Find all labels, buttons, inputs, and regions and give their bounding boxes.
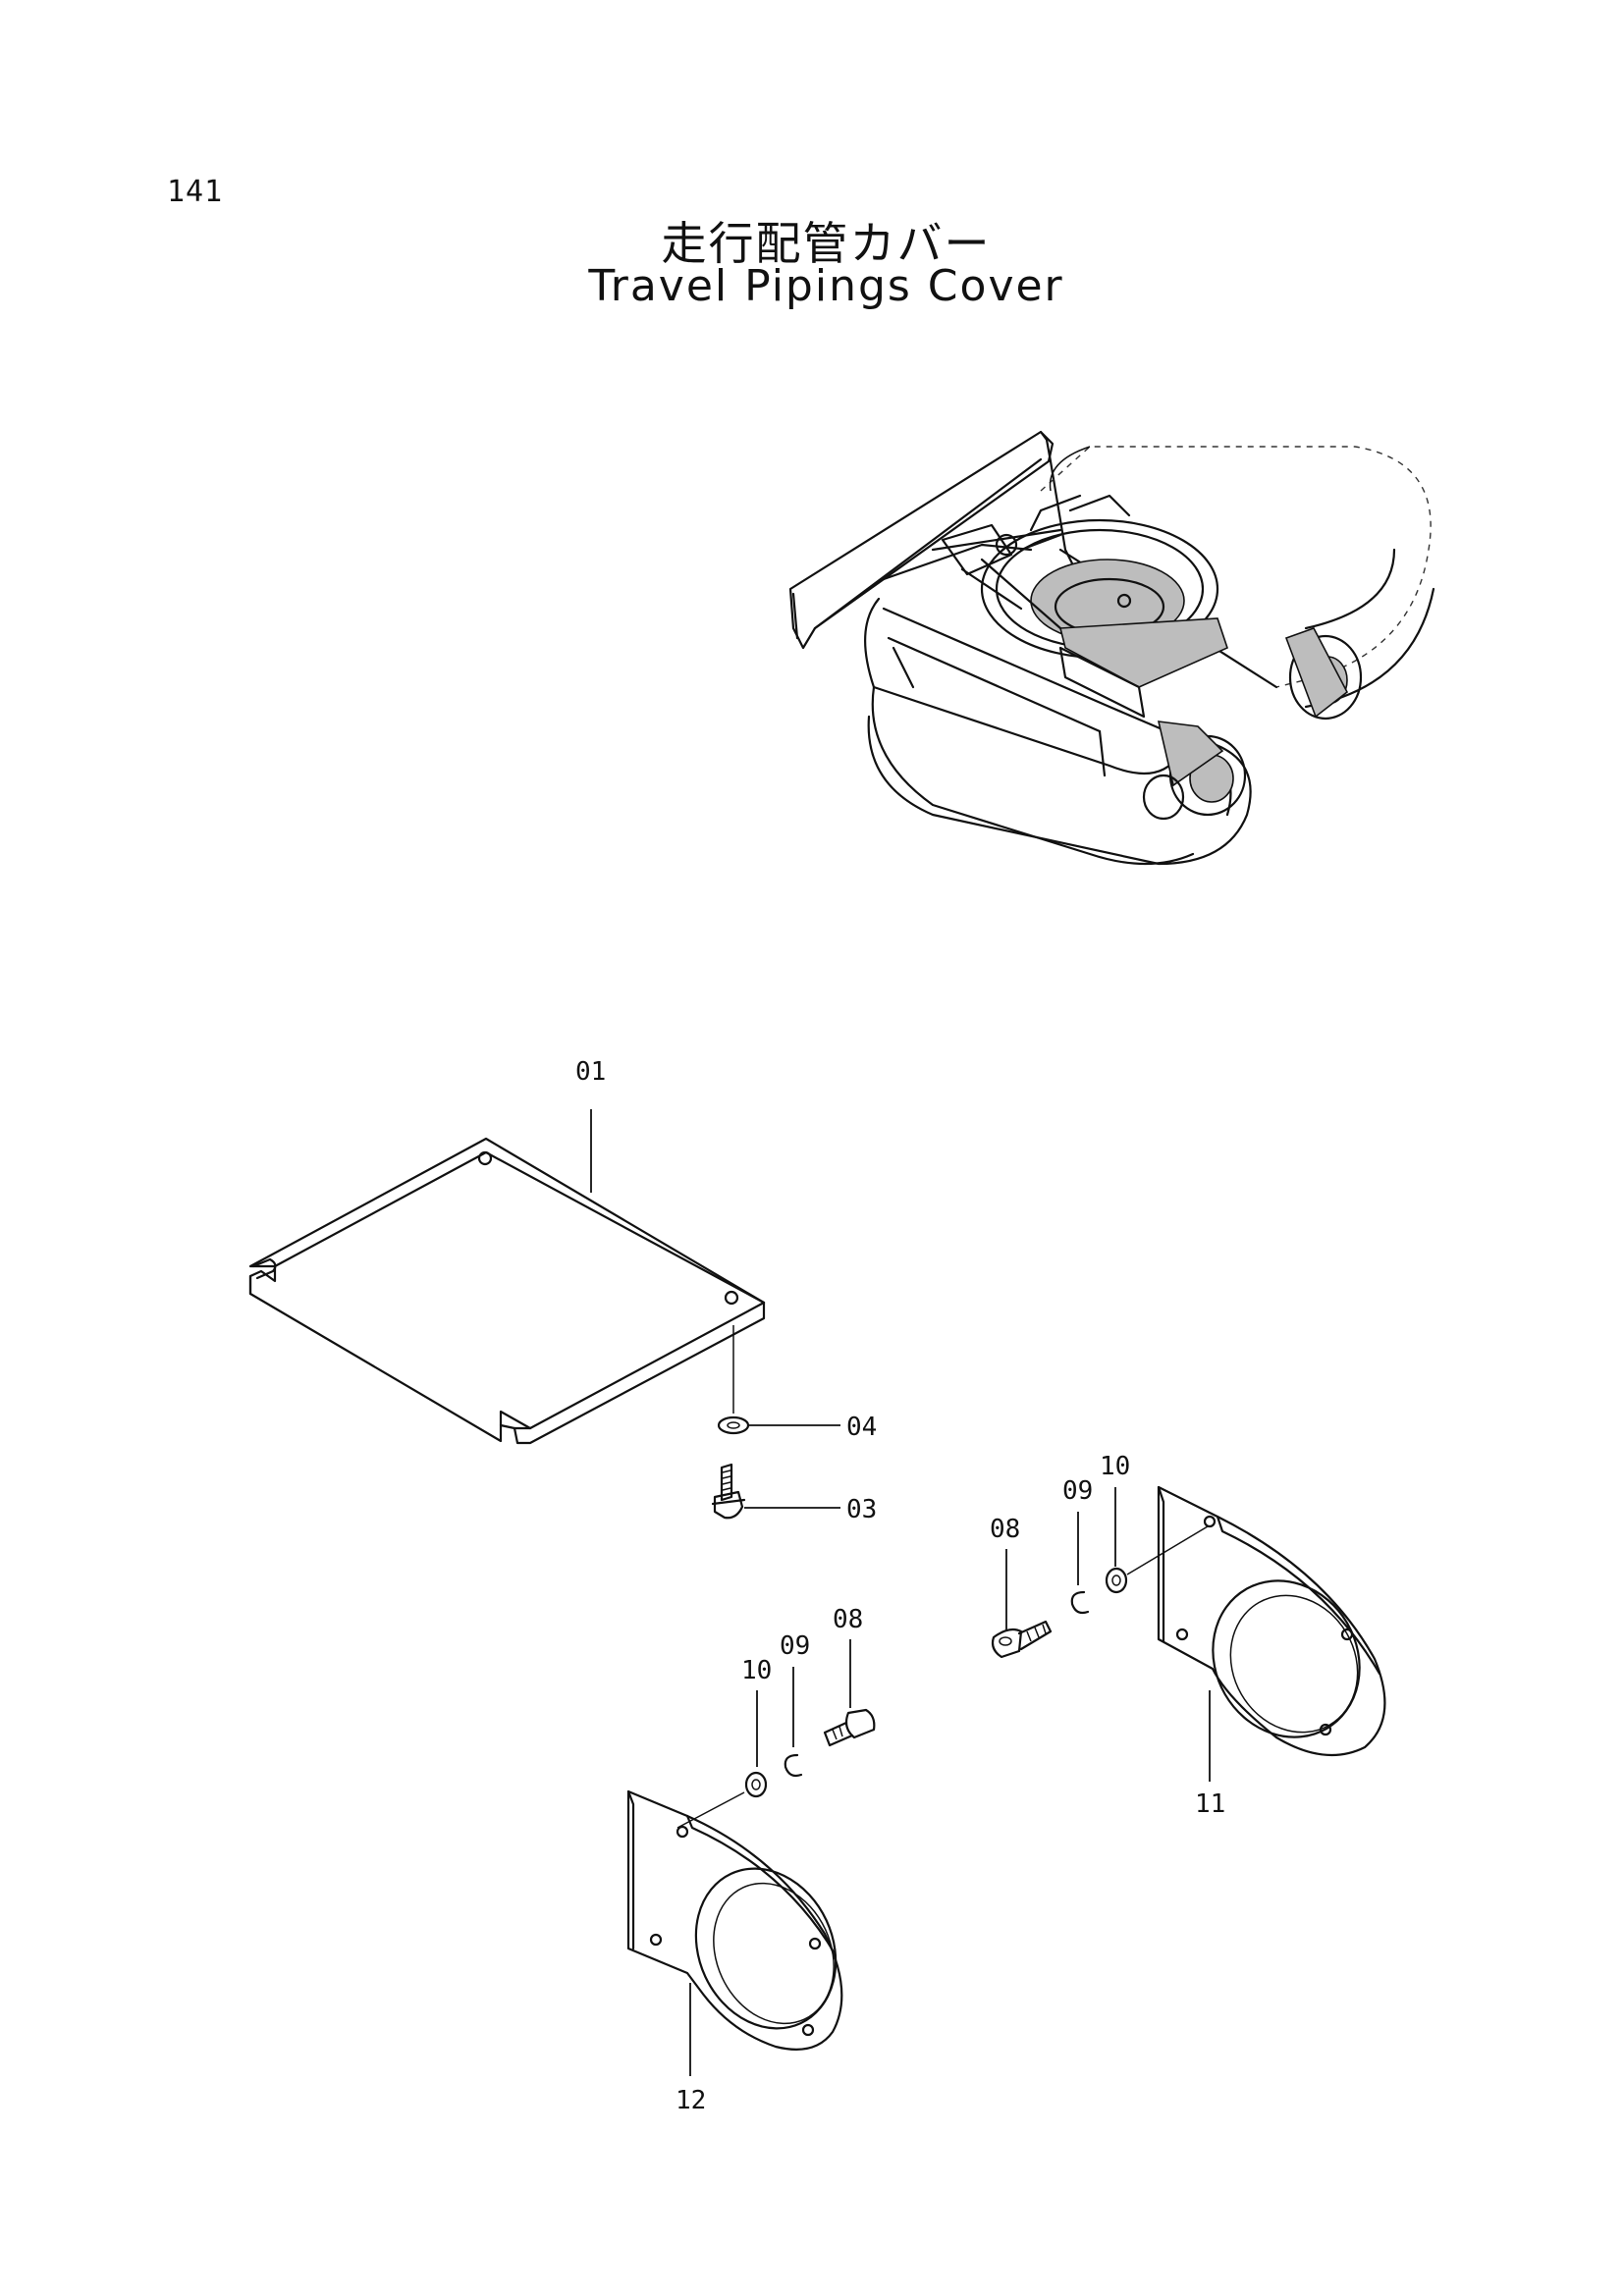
title-japanese: 走行配管カバー <box>661 217 992 270</box>
callout-09-right: 09 <box>1062 1476 1093 1506</box>
socket-bolt-part-08-left <box>823 1708 876 1747</box>
socket-bolt-part-08-right <box>991 1620 1053 1659</box>
callout-10-right: 10 <box>1100 1452 1130 1481</box>
page-number: 141 <box>167 175 224 209</box>
washer-part-04 <box>717 1415 750 1435</box>
bolt-part-03 <box>711 1463 746 1520</box>
title-english: Travel Pipings Cover <box>588 261 1064 311</box>
callout-10-left: 10 <box>741 1656 772 1685</box>
callout-09-left: 09 <box>780 1631 810 1661</box>
washer-part-10-left <box>744 1771 768 1798</box>
cover-bracket-part-11 <box>1157 1485 1386 1757</box>
callout-12: 12 <box>676 2086 706 2115</box>
callout-04: 04 <box>846 1413 877 1442</box>
undercarriage-overview-drawing <box>788 430 1435 866</box>
callout-01: 01 <box>575 1057 606 1087</box>
callout-08-right: 08 <box>990 1515 1020 1544</box>
callout-08-left: 08 <box>833 1605 863 1634</box>
cover-plate-part-01 <box>248 1137 766 1445</box>
cover-bracket-part-12 <box>626 1789 843 2051</box>
callout-11: 11 <box>1195 1789 1225 1819</box>
snap-ring-part-09-right <box>1070 1590 1090 1615</box>
snap-ring-part-09-left <box>784 1753 803 1778</box>
callout-03: 03 <box>846 1495 877 1524</box>
washer-part-10-right <box>1105 1567 1128 1594</box>
